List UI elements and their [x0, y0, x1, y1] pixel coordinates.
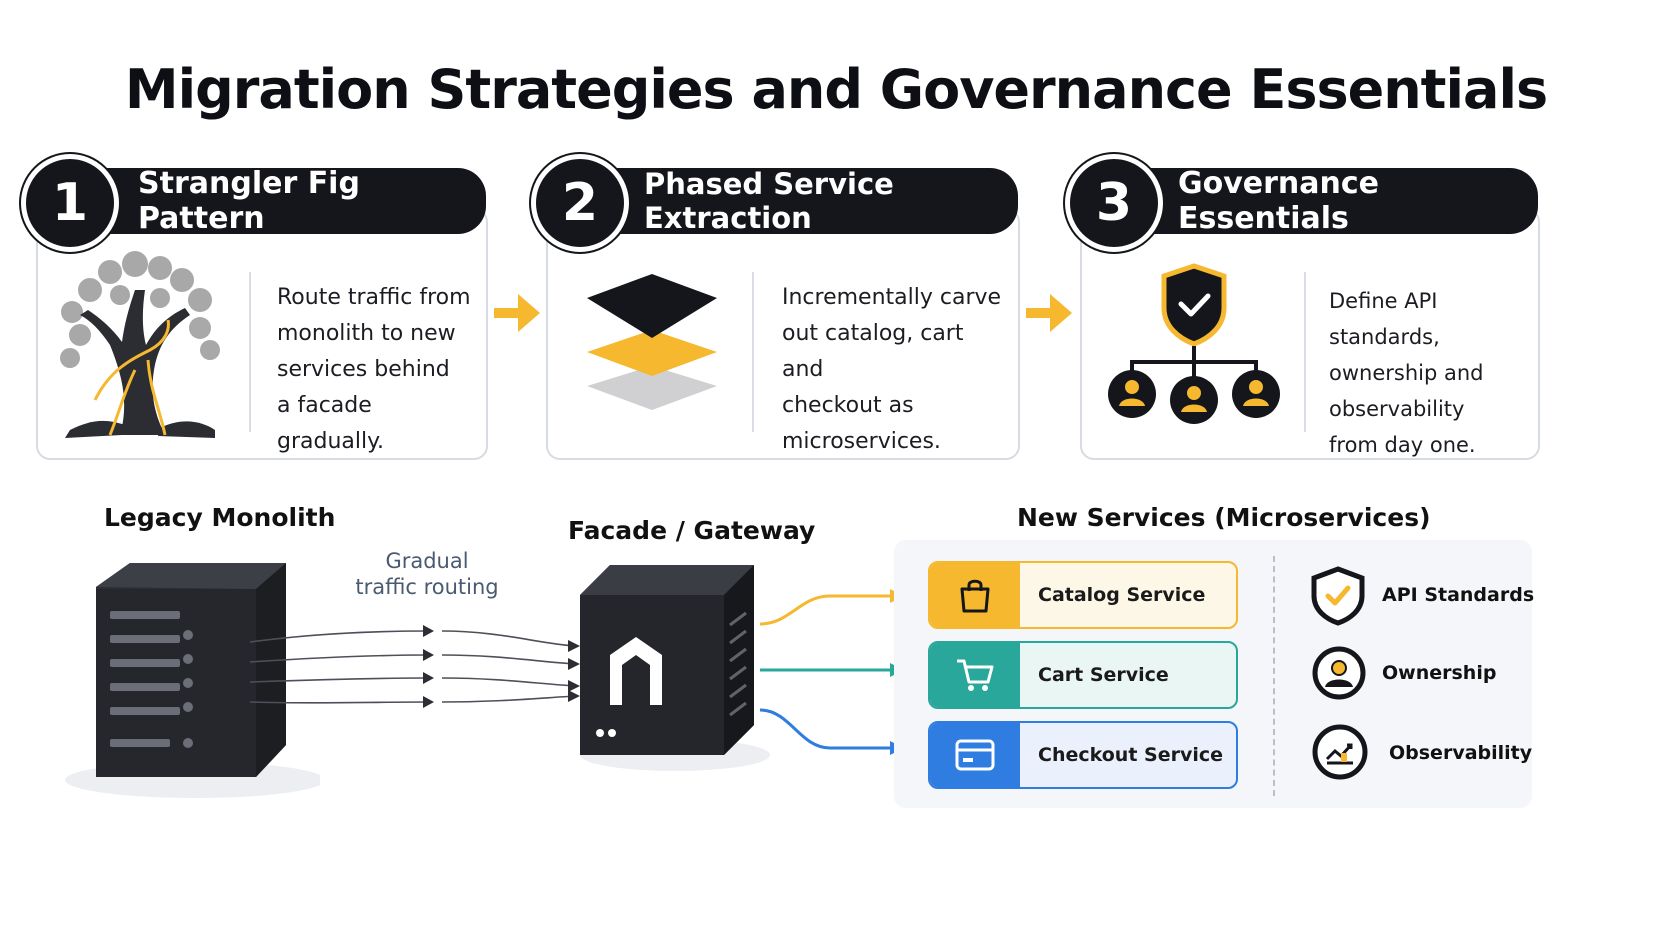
- shopping-bag-icon: [930, 563, 1020, 627]
- step-number-2: 2: [531, 154, 629, 252]
- step-description-2: Incrementally carve out catalog, cart an…: [782, 280, 1010, 460]
- step-card-3: [1080, 208, 1540, 460]
- services-panel-divider: [1273, 556, 1275, 796]
- step-description-line: a facade gradually.: [277, 393, 384, 454]
- arrow-right-icon: [1024, 290, 1074, 336]
- step-number-3: 3: [1065, 154, 1163, 252]
- step-divider-3: [1304, 272, 1306, 432]
- legacy-monolith-label: Legacy Monolith: [104, 503, 336, 532]
- service-connectors: [759, 580, 910, 770]
- step-card-2: [546, 208, 1020, 460]
- tree-icon: [50, 250, 230, 440]
- step-description-line: ownership and: [1329, 361, 1484, 385]
- step-description-line: Route traffic from: [277, 285, 471, 310]
- gateway-label: Facade / Gateway: [568, 516, 816, 545]
- shield-check-icon: [1310, 566, 1366, 626]
- cart-service[interactable]: Cart Service: [928, 641, 1238, 709]
- step-description-line: out catalog, cart and: [782, 321, 964, 382]
- step-description-1: Route traffic from monolith to new servi…: [277, 280, 482, 460]
- routing-arrows: [230, 600, 600, 720]
- step-number-1: 1: [21, 154, 119, 252]
- step-header-1: Strangler Fig Pattern: [62, 166, 486, 236]
- step-description-line: Define API standards,: [1329, 289, 1440, 349]
- step-header-3: Governance Essentials: [1106, 166, 1538, 236]
- step-header-2: Phased Service Extraction: [572, 167, 1018, 235]
- page-title: Migration Strategies and Governance Esse…: [124, 58, 1548, 121]
- user-badge-icon: [1311, 645, 1367, 701]
- routing-label-line: traffic routing: [355, 575, 499, 599]
- governance-label: Observability: [1389, 742, 1533, 764]
- step-heading: Strangler Fig Pattern: [138, 166, 360, 236]
- governance-label: API Standards: [1382, 584, 1535, 606]
- service-name: Cart Service: [1038, 664, 1169, 686]
- gateway-icon: [570, 513, 770, 775]
- catalog-service[interactable]: Catalog Service: [928, 561, 1238, 629]
- shield-org-icon: [1106, 262, 1282, 430]
- governance-label: Ownership: [1382, 662, 1497, 684]
- step-description-line: from day one.: [1329, 433, 1476, 457]
- routing-label-line: Gradual: [385, 549, 469, 573]
- service-name: Checkout Service: [1038, 744, 1224, 766]
- step-divider-1: [249, 272, 251, 432]
- step-heading: Phased Service Extraction: [644, 167, 894, 235]
- step-description-line: Incrementally carve: [782, 285, 1002, 310]
- chart-trend-icon: [1311, 723, 1369, 781]
- routing-label: Gradual traffic routing: [352, 548, 502, 600]
- step-description-line: monolith to new: [277, 321, 456, 346]
- arrow-right-icon: [492, 290, 542, 336]
- checkout-service[interactable]: Checkout Service: [928, 721, 1238, 789]
- layers-icon: [582, 268, 722, 418]
- service-name: Catalog Service: [1038, 584, 1206, 606]
- step-description-line: microservices.: [782, 429, 941, 454]
- step-heading: Governance Essentials: [1178, 166, 1380, 236]
- services-label: New Services (Microservices): [1017, 503, 1431, 532]
- server-icon: [60, 555, 325, 805]
- step-description-3: Define API standards, ownership and obse…: [1329, 283, 1535, 463]
- step-description-line: checkout as: [782, 393, 914, 418]
- step-divider-2: [752, 272, 754, 432]
- step-description-line: observability: [1329, 397, 1465, 421]
- shopping-cart-icon: [930, 643, 1020, 707]
- credit-card-icon: [930, 723, 1020, 787]
- step-description-line: services behind: [277, 357, 450, 382]
